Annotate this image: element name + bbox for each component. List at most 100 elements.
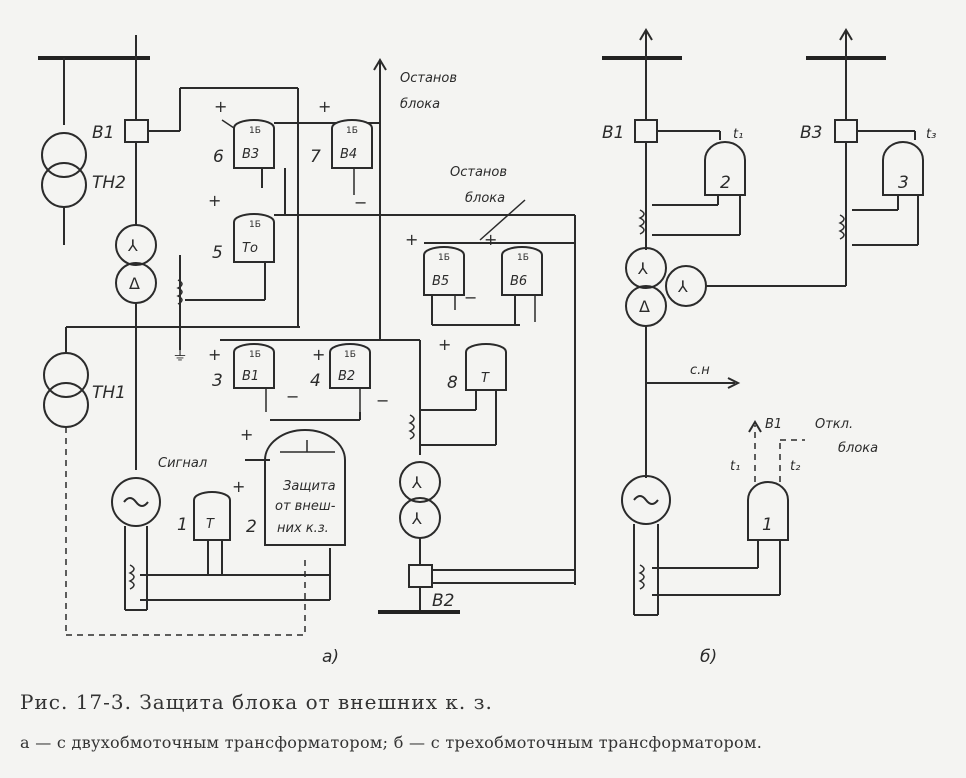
svg-text:1Б: 1Б xyxy=(249,220,261,230)
breaker-b2-label: В2 xyxy=(432,591,454,611)
svg-text:1Б: 1Б xyxy=(249,350,261,360)
svg-text:В4: В4 xyxy=(340,147,357,162)
svg-text:В6: В6 xyxy=(510,274,527,289)
svg-text:Δ: Δ xyxy=(129,274,140,293)
svg-text:Δ: Δ xyxy=(639,297,650,316)
svg-text:⅄: ⅄ xyxy=(677,277,688,296)
svg-text:В5: В5 xyxy=(432,274,449,289)
breaker-b1-b xyxy=(634,119,658,143)
breaker-b1-a xyxy=(124,119,149,143)
relay-2-b: 2 xyxy=(704,141,746,196)
svg-text:−: − xyxy=(464,288,477,307)
relay-t1: Т + xyxy=(193,477,245,541)
svg-text:8: 8 xyxy=(447,373,458,393)
t1-top: t₁ xyxy=(733,127,743,142)
trip-label-1: Откл. xyxy=(815,417,853,432)
svg-text:+: + xyxy=(214,97,227,116)
scheme-b-label: б) xyxy=(700,647,717,667)
svg-text:+: + xyxy=(438,335,451,354)
power-transformer-a: ⅄ Δ xyxy=(115,224,157,304)
protection-schematic: ТН2 В1 ⅄ Δ ТН1 ⏚ 1Б В3 xyxy=(38,28,936,667)
svg-text:+: + xyxy=(208,191,221,210)
voltage-transformer-tn1 xyxy=(43,352,89,428)
breaker-b3-b xyxy=(834,119,858,143)
svg-text:⅄: ⅄ xyxy=(127,236,138,255)
tn2-label: ТН2 xyxy=(92,173,126,193)
svg-text:4: 4 xyxy=(310,371,321,391)
stop-label-top-1: Останов xyxy=(400,71,457,86)
svg-text:Защита: Защита xyxy=(283,479,336,494)
voltage-transformer-tn2 xyxy=(41,132,87,245)
svg-text:7: 7 xyxy=(310,147,321,167)
stop-label-mid-2: блока xyxy=(465,191,505,206)
relay-t1-num: 1 xyxy=(177,515,188,535)
relay-t8: Т 8 + xyxy=(438,335,507,393)
scheme-a-label: а) xyxy=(322,647,339,667)
t2-low: t₂ xyxy=(790,459,800,474)
aux-label: с.н xyxy=(690,363,710,378)
signal-label: Сигнал xyxy=(158,456,207,471)
svg-text:5: 5 xyxy=(212,243,223,263)
svg-text:1Б: 1Б xyxy=(344,350,356,360)
svg-text:+: + xyxy=(484,230,497,249)
svg-text:−: − xyxy=(354,193,367,212)
relay-b2: 1Б В2 4 + − xyxy=(310,343,389,410)
three-winding-transformer: ⅄ Δ ⅄ xyxy=(625,247,707,327)
svg-text:1Б: 1Б xyxy=(517,253,529,263)
svg-text:Т: Т xyxy=(206,517,215,532)
breaker-b1-b-label: В1 xyxy=(602,123,624,143)
svg-text:Т: Т xyxy=(481,371,490,386)
svg-text:1Б: 1Б xyxy=(346,126,358,136)
generator-b xyxy=(621,475,671,525)
breaker-b3-label: В3 xyxy=(800,123,822,143)
station-transformer-a: ⅄ ⅄ xyxy=(399,461,441,539)
relay-b4: 1Б В4 7 + xyxy=(310,97,373,169)
relay-b6: 1Б В6 + xyxy=(484,230,543,296)
breaker-b1-label: В1 xyxy=(92,123,114,143)
svg-text:+: + xyxy=(312,345,325,364)
relay-3-b: 3 xyxy=(882,141,924,196)
svg-text:−: − xyxy=(286,387,299,406)
svg-text:+: + xyxy=(240,425,253,444)
external-fault-relay: Защита от внеш- них к.з. xyxy=(264,429,346,546)
tn1-label: ТН1 xyxy=(92,383,126,403)
svg-text:В3: В3 xyxy=(242,147,259,162)
stop-label-mid-1: Останов xyxy=(450,165,507,180)
relay-b1: 1Б В1 3 + − xyxy=(208,343,299,406)
t3-top: t₃ xyxy=(926,127,936,142)
svg-text:⅄: ⅄ xyxy=(637,259,648,278)
relay-b5: 1Б В5 + xyxy=(405,230,465,296)
relay-1-b: 1 xyxy=(747,481,789,541)
svg-text:них к.з.: них к.з. xyxy=(277,521,329,536)
svg-text:3: 3 xyxy=(212,371,223,391)
relay-to: 1Б То 5 + xyxy=(208,191,275,263)
stop-label-top-2: блока xyxy=(400,97,440,112)
relay-b3: 1Б В3 6 + xyxy=(213,97,275,169)
svg-text:+: + xyxy=(232,477,245,496)
trip-label-2: блока xyxy=(838,441,878,456)
svg-text:2: 2 xyxy=(720,173,731,193)
b1-out-label: В1 xyxy=(765,417,782,432)
svg-text:1: 1 xyxy=(762,515,773,535)
fault-relay-num: 2 xyxy=(246,517,257,537)
svg-text:То: То xyxy=(242,241,258,256)
figure-subcaption: а — с двухобмоточным трансформатором; б … xyxy=(20,733,763,752)
svg-text:1Б: 1Б xyxy=(438,253,450,263)
svg-text:⏚: ⏚ xyxy=(172,345,188,364)
svg-text:−: − xyxy=(376,391,389,410)
svg-text:1Б: 1Б xyxy=(249,126,261,136)
svg-text:6: 6 xyxy=(213,147,224,167)
svg-text:+: + xyxy=(208,345,221,364)
breaker-b2-a xyxy=(408,564,433,588)
svg-text:3: 3 xyxy=(898,173,909,193)
svg-text:от внеш-: от внеш- xyxy=(275,499,336,514)
svg-text:⅄: ⅄ xyxy=(411,509,422,528)
t1-low: t₁ xyxy=(730,459,740,474)
figure-caption: Рис. 17-3. Защита блока от внешних к. з. xyxy=(20,690,493,714)
svg-text:В1: В1 xyxy=(242,369,259,384)
generator-a xyxy=(111,477,161,527)
svg-text:В2: В2 xyxy=(338,369,355,384)
svg-text:+: + xyxy=(405,230,418,249)
svg-text:+: + xyxy=(318,97,331,116)
svg-text:⅄: ⅄ xyxy=(411,473,422,492)
